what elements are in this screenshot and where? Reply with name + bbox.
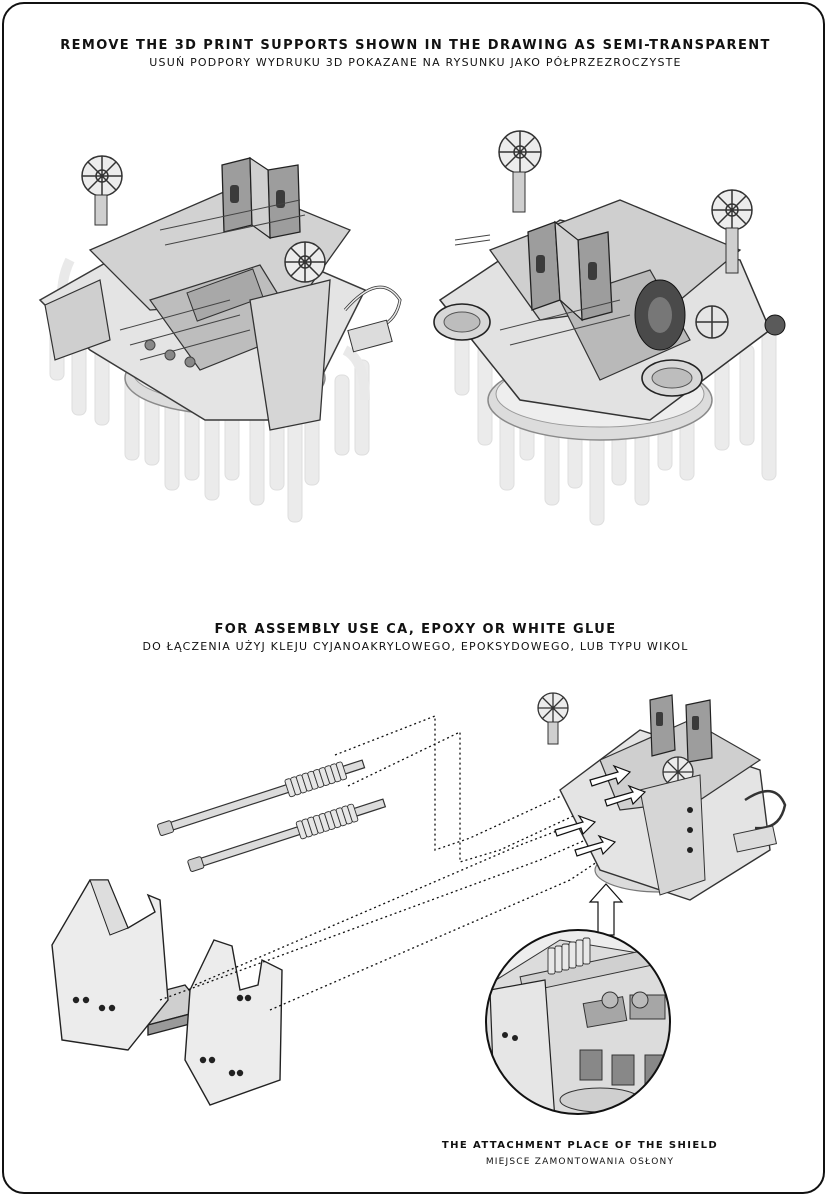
gun-mount-model-left (38, 155, 402, 523)
shield-attachment-detail (485, 929, 671, 1115)
assembled-gun-mount (537, 692, 787, 901)
shield-plates (51, 879, 283, 1106)
assembly-instruction-pl: DO ŁĄCZENIA UŻYJ KLEJU CYJANOAKRYLOWEGO,… (142, 640, 689, 653)
assembly-guide-lines (159, 715, 613, 1011)
gun-mount-model-right (433, 130, 786, 526)
gun-barrels (157, 759, 387, 872)
assembly-instruction-en: FOR ASSEMBLY USE CA, EPOXY OR WHITE GLUE (214, 622, 617, 637)
supports-instruction-pl: USUŃ PODPORY WYDRUKU 3D POKAZANE NA RYSU… (149, 56, 682, 69)
assembly-arrows (554, 764, 647, 936)
shield-caption-en: THE ATTACHMENT PLACE OF THE SHIELD (441, 1140, 719, 1151)
supports-instruction-en: REMOVE THE 3D PRINT SUPPORTS SHOWN IN TH… (60, 38, 771, 53)
shield-caption-pl: MIEJSCE ZAMONTOWANIA OSŁONY (485, 1157, 675, 1167)
